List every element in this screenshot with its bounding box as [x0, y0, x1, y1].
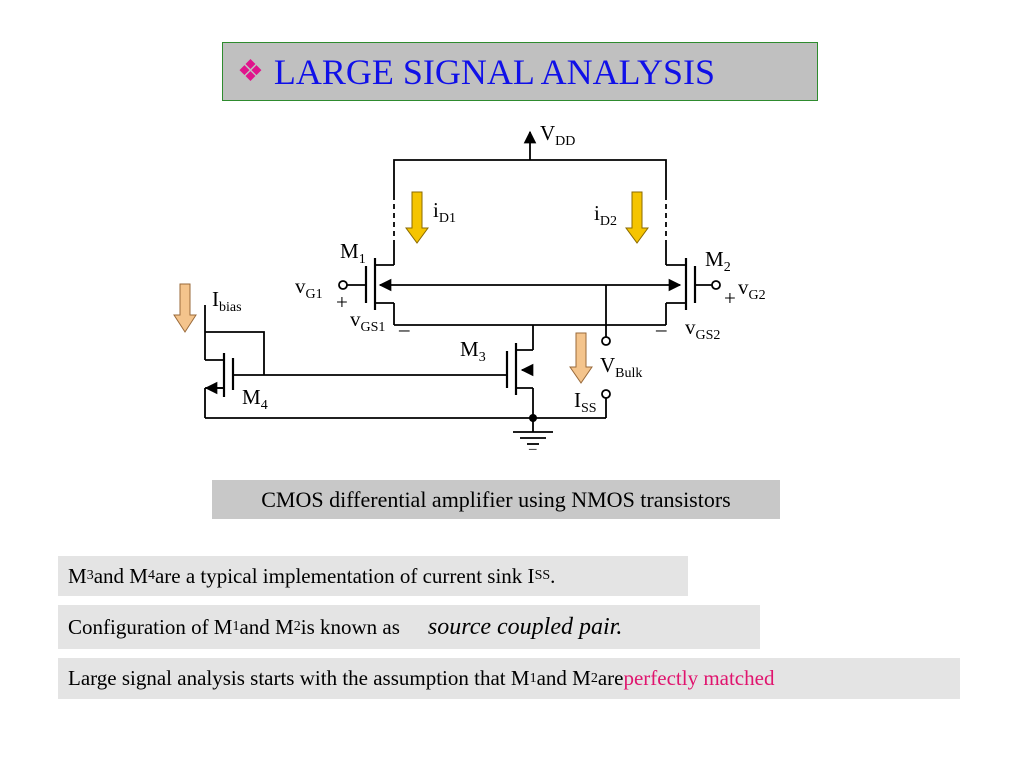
- vg2-plus: +: [724, 286, 736, 310]
- vgs2-minus: –: [655, 317, 667, 341]
- id2-label: iD2: [594, 201, 617, 229]
- note-matched-assumption: Large signal analysis starts with the as…: [58, 658, 960, 699]
- m3-label: M3: [460, 337, 486, 365]
- vgs1-label: vGS1: [350, 307, 385, 335]
- vdd-label: VDD: [540, 121, 575, 149]
- vgs2-label: vGS2: [685, 315, 720, 343]
- slide-title: LARGE SIGNAL ANALYSIS: [273, 51, 715, 92]
- vgs1-minus: –: [398, 317, 410, 341]
- id2-arrow-icon: [625, 191, 649, 244]
- perfectly-matched-highlight: perfectly matched: [623, 666, 775, 690]
- iss-label: ISS: [574, 388, 597, 416]
- circuit-wires: [204, 130, 721, 445]
- m1-label: M1: [340, 239, 366, 267]
- diamond-bullet-icon: ❖: [237, 54, 264, 88]
- ground-node-dot: [529, 414, 537, 422]
- vbulk-label: VBulk: [600, 353, 642, 381]
- m4-label: M4: [242, 385, 268, 413]
- ground-minus: –: [528, 441, 537, 457]
- ibias-arrow-icon: [173, 283, 197, 333]
- ibias-label: Ibias: [212, 287, 242, 315]
- vg1-plus: +: [336, 290, 348, 314]
- id1-arrow-icon: [405, 191, 429, 244]
- vg2-label: vG2: [738, 275, 766, 303]
- id1-label: iD1: [433, 198, 456, 226]
- slide-title-box: ❖ LARGE SIGNAL ANALYSIS: [222, 42, 818, 101]
- vg1-label: vG1: [295, 274, 323, 302]
- iss-arrow-icon: [569, 332, 593, 384]
- m2-label: M2: [705, 247, 731, 275]
- figure-caption: CMOS differential amplifier using NMOS t…: [212, 480, 780, 519]
- source-coupled-pair-term: source coupled pair.: [427, 613, 623, 640]
